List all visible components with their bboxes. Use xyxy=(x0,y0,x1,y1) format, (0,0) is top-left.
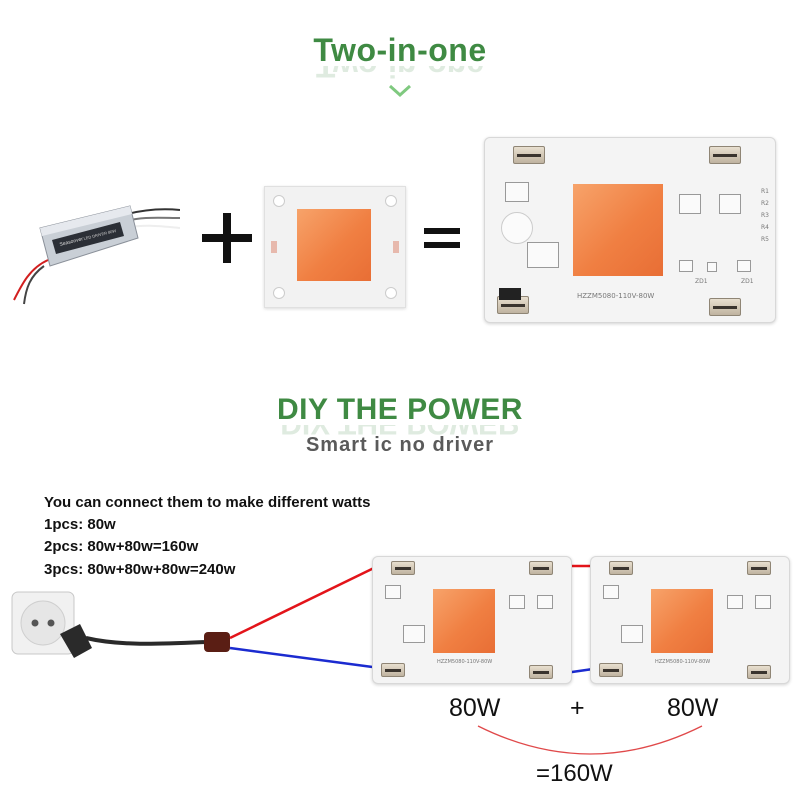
board-zd-left: ZD1 xyxy=(695,278,708,285)
board-zd-right: ZD1 xyxy=(741,278,754,285)
equals-sign-top xyxy=(424,228,460,234)
watt-total: =160W xyxy=(536,760,613,787)
board-r3: R3 xyxy=(761,212,769,219)
board-label: HZZM5080-110V-80W xyxy=(577,292,655,300)
chevron-down-icon xyxy=(388,84,412,98)
board-1-chip xyxy=(433,589,495,653)
info-line-2: 2pcs: 80w+80w=160w xyxy=(44,538,199,555)
led-board-2: HZZM5080-110V-80W xyxy=(590,556,790,684)
board-2-chip xyxy=(651,589,713,653)
watt-right: 80W xyxy=(667,694,719,722)
section2-title-wrap: DIY THE POWER DIY THE POWER xyxy=(0,393,800,439)
section1-title: Two-in-one xyxy=(313,32,487,68)
wall-socket-icon xyxy=(11,591,75,655)
led-driver-image: Seasonver LED DRIVER 80W xyxy=(13,205,180,305)
info-heading: You can connect them to make different w… xyxy=(44,494,371,511)
board-r2: R2 xyxy=(761,200,769,207)
driverless-led-board: HZZM5080-110V-80W ZD1 ZD1 R1 R2 R3 R4 R5 xyxy=(484,137,776,323)
plus-sign-v xyxy=(223,213,231,263)
cob-chip-emitter xyxy=(297,209,371,281)
section2-subtitle: Smart ic no driver xyxy=(305,434,495,456)
section1-title-reflection: Two-in-one xyxy=(0,66,800,82)
driver-brand: Seasonver xyxy=(59,236,84,248)
board-r4: R4 xyxy=(761,224,769,231)
section1-title-wrap: Two-in-one Two-in-one xyxy=(0,34,800,82)
board-1-label: HZZM5080-110V-80W xyxy=(437,659,493,665)
cob-led-chip xyxy=(264,186,406,308)
board-chip-emitter xyxy=(573,184,663,276)
sum-arc xyxy=(477,725,703,755)
watt-plus: + xyxy=(570,694,585,722)
red-wire xyxy=(229,564,379,640)
info-line-3: 3pcs: 80w+80w+80w=240w xyxy=(44,561,236,578)
watt-left: 80W xyxy=(449,694,501,722)
plug-icon xyxy=(60,624,230,658)
board-r5: R5 xyxy=(761,236,769,243)
led-board-1: HZZM5080-110V-80W xyxy=(372,556,572,684)
info-line-1: 1pcs: 80w xyxy=(44,516,116,533)
equals-sign-bottom xyxy=(424,242,460,248)
blue-wire xyxy=(229,646,381,670)
board-r1: R1 xyxy=(761,188,769,195)
section2-title: DIY THE POWER xyxy=(277,393,523,426)
board-2-label: HZZM5080-110V-80W xyxy=(655,659,711,665)
